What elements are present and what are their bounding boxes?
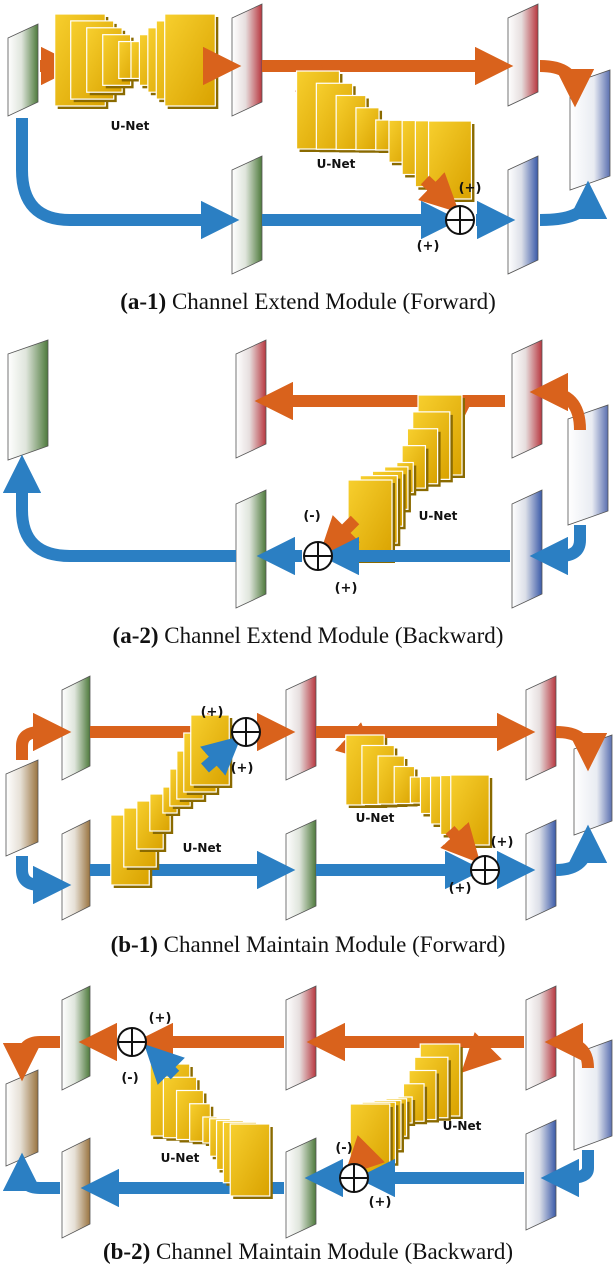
output-to-stack-arrow xyxy=(539,180,608,226)
add-operator-icon xyxy=(303,541,333,571)
unet-layer xyxy=(229,1123,271,1197)
sign-label: (-) xyxy=(303,509,320,524)
unet-label: U-Net xyxy=(443,1119,482,1133)
feature-map xyxy=(7,339,49,461)
sign-label: (-) xyxy=(335,1141,352,1156)
feature-map xyxy=(285,1137,317,1239)
feature-map xyxy=(511,339,543,459)
feature-map xyxy=(511,489,543,609)
unet-block xyxy=(54,13,219,109)
sign-label: (+) xyxy=(369,1195,392,1210)
feature-map xyxy=(285,819,317,921)
sign-label: (+) xyxy=(491,835,514,850)
input-to-bottom-arrow xyxy=(16,856,72,905)
add-operator-icon xyxy=(117,1027,147,1057)
unet-label: U-Net xyxy=(183,841,222,855)
stack-to-top-arrow xyxy=(529,372,586,431)
panel-a2: U-Net (-) (+) xyxy=(2,339,609,609)
brown-to-output-arrow xyxy=(2,1152,60,1194)
stack-to-output-arrow xyxy=(529,525,586,576)
output-to-stack-arrow xyxy=(555,824,608,876)
feature-map xyxy=(61,1137,91,1239)
feature-map xyxy=(525,675,557,781)
sign-label: (+) xyxy=(459,181,482,196)
feature-map xyxy=(507,3,539,107)
add-operator-icon xyxy=(470,855,500,885)
caption-b1: (b-1) Channel Maintain Module (Forward) xyxy=(111,932,506,957)
unet-block xyxy=(345,734,493,848)
top-to-stack-arrow xyxy=(539,60,595,108)
sign-label: (+) xyxy=(449,881,472,896)
feature-map xyxy=(525,819,557,921)
unet-block xyxy=(149,1063,273,1199)
unet-to-add-arrow xyxy=(200,735,242,776)
unet-to-add-arrow xyxy=(440,822,481,864)
feature-map xyxy=(61,819,91,921)
unet-label: U-Net xyxy=(419,509,458,523)
feature-map xyxy=(7,23,39,117)
stack-to-output-arrow xyxy=(540,1150,594,1198)
add-operator-icon xyxy=(231,717,261,747)
caption-a2: (a-2) Channel Extend Module (Backward) xyxy=(113,623,504,648)
unet-label: U-Net xyxy=(161,1151,200,1165)
stack-to-top-arrow xyxy=(544,1022,594,1069)
top-to-stack-arrow xyxy=(555,726,608,772)
unet-block xyxy=(295,70,475,202)
caption-b2: (b-2) Channel Maintain Module (Backward) xyxy=(103,1239,513,1264)
top-to-unet-arrow xyxy=(461,1032,502,1073)
feature-map xyxy=(285,675,317,781)
unet-label: U-Net xyxy=(111,119,150,133)
feature-map xyxy=(235,489,267,609)
feature-map xyxy=(5,759,39,857)
sign-label: (+) xyxy=(201,705,224,720)
feature-map xyxy=(285,985,317,1091)
feature-map xyxy=(525,985,557,1091)
input-to-top-arrow xyxy=(16,712,72,760)
feature-map xyxy=(525,1119,557,1231)
unet-block xyxy=(110,714,233,888)
unet-block xyxy=(347,394,465,563)
sign-label: (-) xyxy=(121,1071,138,1086)
sign-label: (+) xyxy=(335,581,358,596)
feature-map xyxy=(507,155,539,275)
feature-map xyxy=(567,404,609,526)
feature-map xyxy=(231,3,263,117)
sign-label: (+) xyxy=(417,239,440,254)
unet-label: U-Net xyxy=(317,157,356,171)
feature-map xyxy=(61,675,91,781)
feature-map xyxy=(235,339,267,459)
unet-to-add-arrow xyxy=(144,1044,185,1085)
feature-map xyxy=(5,1069,39,1167)
feature-map xyxy=(61,985,91,1091)
bottom-skip-arrow xyxy=(16,118,240,240)
bottom-return-arrow xyxy=(2,454,236,562)
green-to-output-arrow xyxy=(2,1036,60,1082)
sign-label: (+) xyxy=(231,761,254,776)
add-operator-icon xyxy=(445,205,475,235)
caption-a1: (a-1) Channel Extend Module (Forward) xyxy=(120,289,496,314)
sign-label: (+) xyxy=(149,1011,172,1026)
add-operator-icon xyxy=(339,1163,369,1193)
unet-to-add-arrow xyxy=(418,172,460,213)
unet-label: U-Net xyxy=(356,811,395,825)
feature-map xyxy=(231,155,263,275)
